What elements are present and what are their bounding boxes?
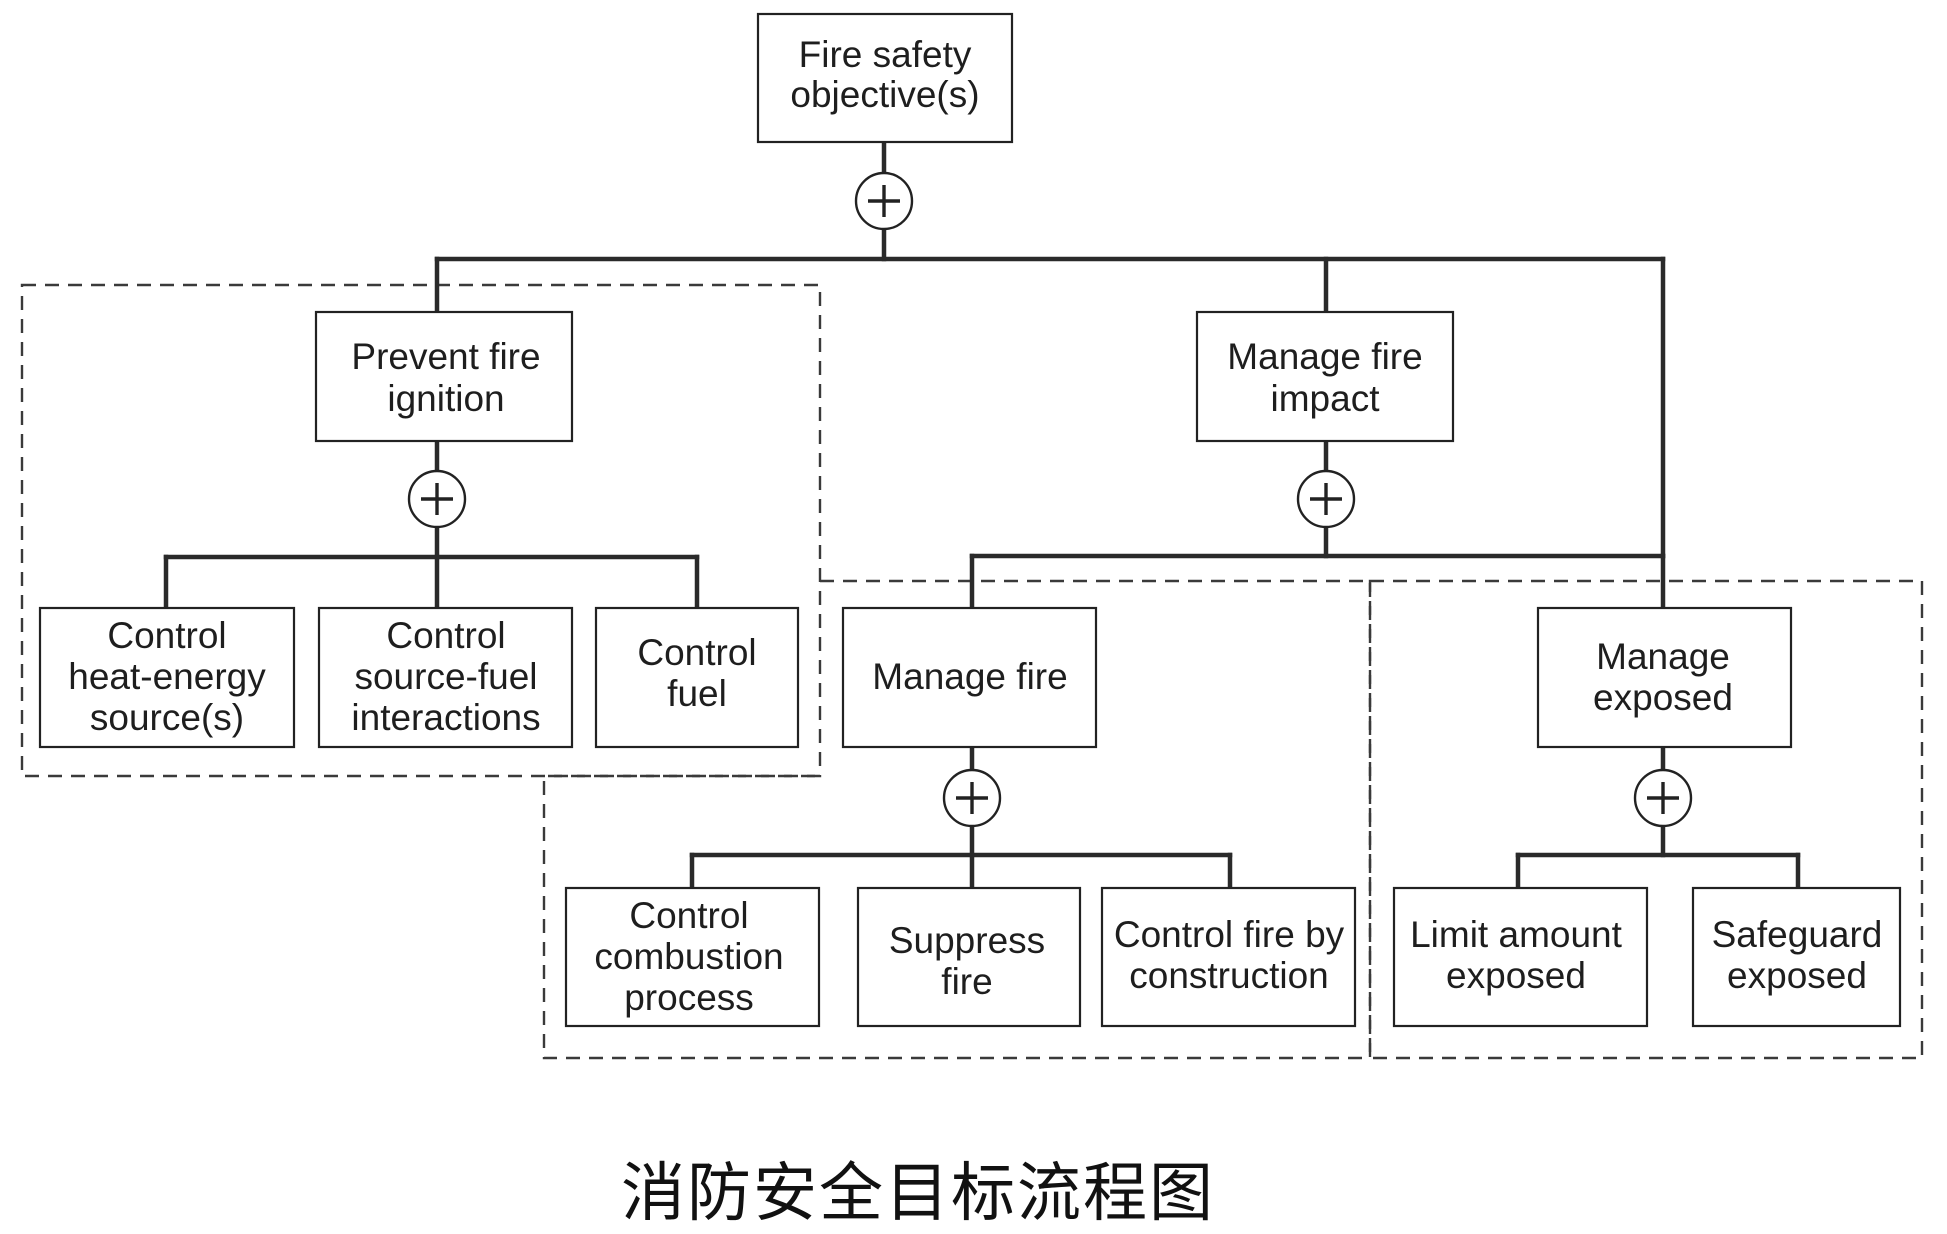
node-label: ignition [387,378,504,419]
node-control-heat-energy: Control heat-energy source(s) [38,606,296,749]
node-label: Control [637,632,756,673]
node-label: impact [1271,378,1381,419]
node-prevent-fire-ignition: Prevent fire ignition [314,310,574,443]
node-label: source(s) [90,697,244,738]
node-label: Control fire by [1114,914,1345,955]
node-fire-safety-objectives: Fire safety objective(s) [756,12,1014,144]
node-label: Safeguard [1712,914,1883,955]
node-manage-exposed: Manage exposed [1536,606,1793,749]
node-control-combustion: Control combustion process [564,886,821,1028]
operator-manage-exposed [1633,768,1693,828]
node-safeguard-exposed: Safeguard exposed [1691,886,1902,1028]
operator-prevent [407,469,467,529]
node-label: fire [941,961,992,1002]
node-label: Limit amount [1410,914,1623,955]
figure-caption: 消防安全目标流程图 [621,1157,1215,1231]
node-label: process [624,977,754,1018]
node-label: Manage fire [1227,336,1422,377]
node-label: Manage [1596,636,1730,677]
node-label: exposed [1727,955,1867,996]
node-control-fire-construction: Control fire by construction [1100,886,1357,1028]
node-label: source-fuel [354,656,537,697]
node-label: Control [386,615,505,656]
node-label: Suppress [889,920,1045,961]
node-label: construction [1129,955,1329,996]
node-label: Control [629,895,748,936]
node-label: fuel [667,673,727,714]
group-manage-exposed [1368,579,1924,1060]
node-label: Control [107,615,226,656]
node-label: Manage fire [872,656,1067,697]
connector-lines [163,139,1801,891]
node-label: exposed [1446,955,1586,996]
node-label: objective(s) [790,74,979,115]
node-manage-fire: Manage fire [841,606,1098,749]
node-label: interactions [351,697,540,738]
group-manage-fire [542,579,1372,1060]
node-label: Fire safety [799,34,972,75]
group-prevent-ignition [20,283,822,778]
node-label: combustion [594,936,783,977]
node-control-fuel: Control fuel [594,606,800,749]
node-label: heat-energy [68,656,266,697]
operator-top [854,171,914,231]
node-suppress-fire: Suppress fire [856,886,1082,1028]
node-control-source-fuel: Control source-fuel interactions [317,606,574,749]
node-manage-fire-impact: Manage fire impact [1195,310,1455,443]
node-label: exposed [1593,677,1733,718]
operator-impact [1296,469,1356,529]
operator-manage-fire [942,768,1002,828]
node-limit-amount-exposed: Limit amount exposed [1392,886,1649,1028]
node-label: Prevent fire [351,336,540,377]
